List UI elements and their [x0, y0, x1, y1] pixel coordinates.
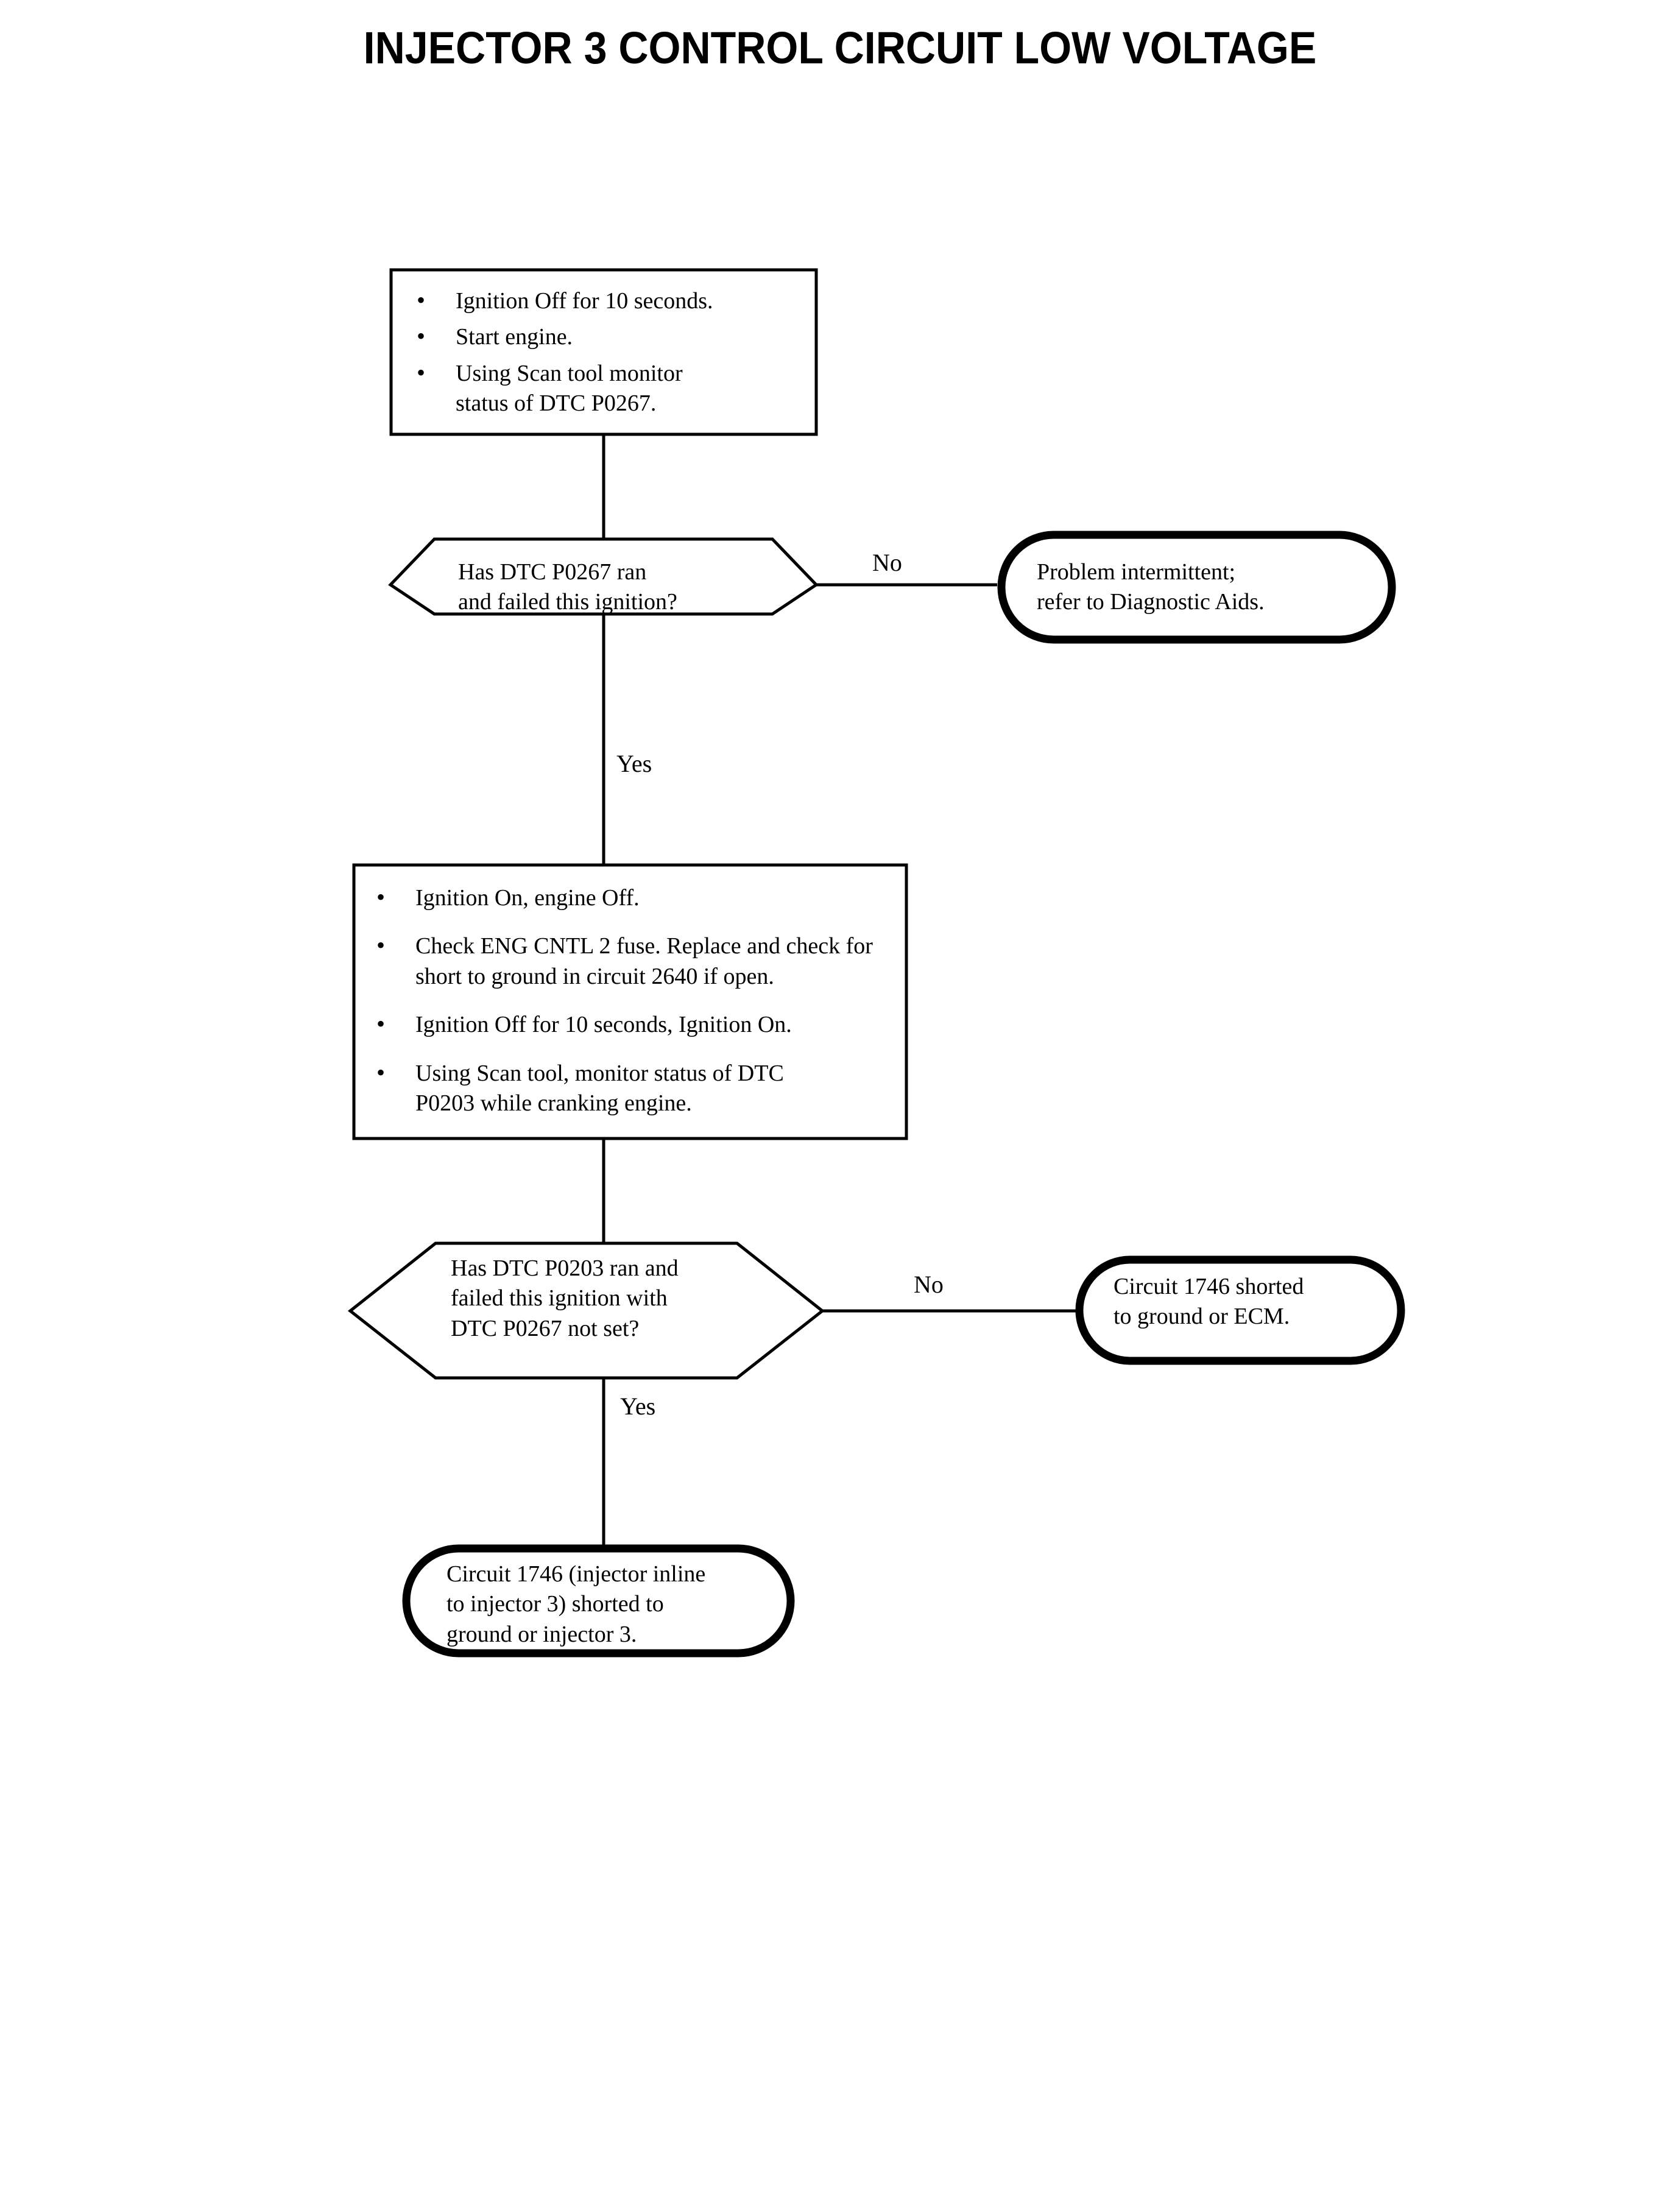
terminal2-line: Circuit 1746 shorted	[1114, 1274, 1304, 1299]
step2-bullet-list: Ignition On, engine Off. Check ENG CNTL …	[372, 881, 895, 1119]
decision2-line: DTC P0267 not set?	[451, 1315, 640, 1341]
terminator-problem-intermittent-content: Problem intermittent; refer to Diagnosti…	[1037, 557, 1378, 618]
terminal1-line: refer to Diagnostic Aids.	[1037, 589, 1265, 615]
terminal3-line: ground or injector 3.	[446, 1621, 637, 1647]
step2-bullet-item: Using Scan tool, monitor status of DTC P…	[372, 1057, 895, 1119]
step2-bullet-item: Ignition On, engine Off.	[372, 881, 895, 913]
branch-label-decision2-yes: Yes	[620, 1393, 656, 1420]
terminal2-line: to ground or ECM.	[1114, 1304, 1290, 1330]
terminal3-line: Circuit 1746 (injector inline	[446, 1561, 706, 1587]
step1-bullet-list: Ignition Off for 10 seconds. Start engin…	[412, 284, 802, 419]
process-box-step2-content: Ignition On, engine Off. Check ENG CNTL …	[372, 881, 895, 1119]
page-title: INJECTOR 3 CONTROL CIRCUIT LOW VOLTAGE	[363, 23, 1317, 73]
decision2-line: Has DTC P0203 ran and	[451, 1255, 679, 1281]
step1-bullet-item: Ignition Off for 10 seconds.	[412, 284, 802, 316]
terminator-circuit-1746-ecm	[1075, 1255, 1405, 1365]
step1-bullet-item: Using Scan tool monitor status of DTC P0…	[412, 357, 802, 419]
decision-hexagon-1-content: Has DTC P0267 ran and failed this igniti…	[458, 557, 775, 618]
step1-bullet-item: Start engine.	[412, 320, 802, 352]
decision-hexagon-1	[388, 537, 819, 616]
terminator-circuit-1746-injector3	[402, 1544, 795, 1658]
decision-hexagon-2	[347, 1241, 825, 1380]
decision1-line: and failed this ignition?	[458, 589, 677, 615]
terminator-circuit-1746-ecm-content: Circuit 1746 shorted to ground or ECM.	[1114, 1272, 1394, 1332]
process-box-step1-content: Ignition Off for 10 seconds. Start engin…	[412, 284, 802, 419]
step2-bullet-item: Check ENG CNTL 2 fuse. Replace and check…	[372, 930, 895, 992]
terminal3-line: to injector 3) shorted to	[446, 1591, 664, 1617]
branch-label-decision1-yes: Yes	[616, 750, 652, 777]
branch-label-decision1-no: No	[872, 549, 902, 576]
terminal1-line: Problem intermittent;	[1037, 559, 1236, 585]
decision2-line: failed this ignition with	[451, 1285, 668, 1312]
terminator-problem-intermittent	[997, 531, 1396, 644]
branch-label-decision2-no: No	[914, 1271, 944, 1298]
step2-bullet-item: Ignition Off for 10 seconds, Ignition On…	[372, 1008, 895, 1040]
decision-hexagon-2-content: Has DTC P0203 ran and failed this igniti…	[451, 1254, 768, 1344]
decision1-line: Has DTC P0267 ran	[458, 559, 647, 585]
terminator-circuit-1746-injector3-content: Circuit 1746 (injector inline to injecto…	[446, 1559, 788, 1650]
